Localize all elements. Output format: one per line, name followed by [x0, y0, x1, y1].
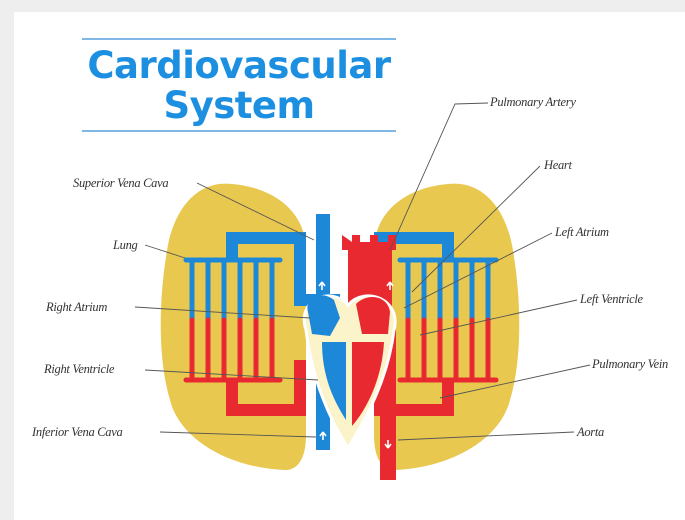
page-title-line2: System	[82, 86, 396, 126]
label-superior-vena-cava: Superior Vena Cava	[73, 176, 168, 191]
title-rule-bottom	[82, 130, 396, 132]
label-left-atrium: Left Atrium	[555, 225, 609, 240]
label-pulmonary-artery: Pulmonary Artery	[490, 95, 576, 110]
label-pulmonary-vein: Pulmonary Vein	[592, 357, 668, 372]
lung-left	[161, 184, 306, 470]
label-aorta: Aorta	[577, 425, 604, 440]
left-atrium-shape	[356, 297, 390, 334]
page-title-line1: Cardiovascular	[82, 46, 396, 86]
label-right-ventricle: Right Ventricle	[44, 362, 114, 377]
title-block: Cardiovascular System	[82, 38, 396, 132]
label-inferior-vena-cava: Inferior Vena Cava	[32, 425, 122, 440]
label-right-atrium: Right Atrium	[46, 300, 107, 315]
label-heart: Heart	[544, 158, 572, 173]
label-left-ventricle: Left Ventricle	[580, 292, 643, 307]
label-lung: Lung	[113, 238, 138, 253]
